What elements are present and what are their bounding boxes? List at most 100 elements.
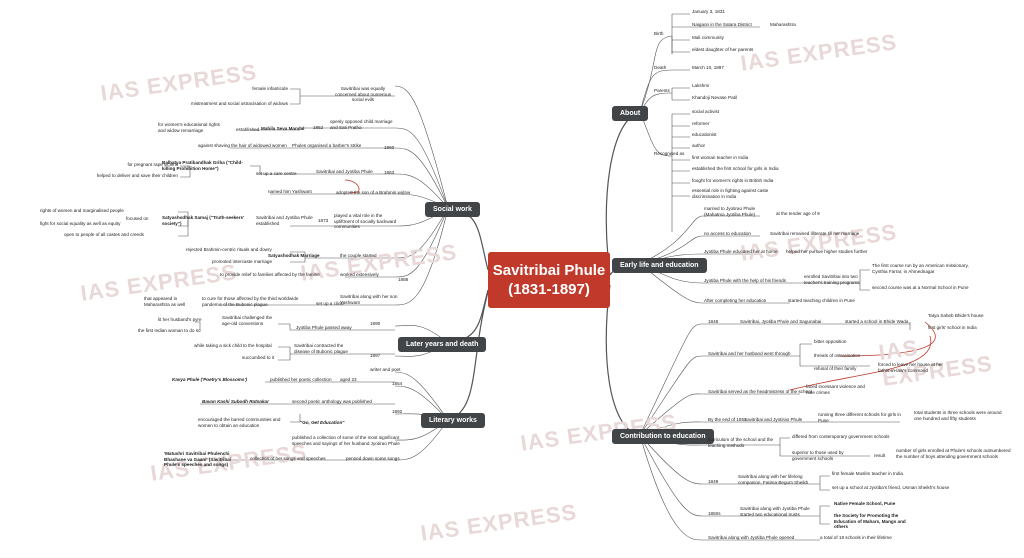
social-balhatya: Balhatya Pratibandhak Griha ("Child-kill… [162, 160, 243, 171]
contrib-opposition: bitter opposition [814, 339, 847, 344]
arrow-adopted [344, 179, 360, 194]
literary-1854: 1854 [392, 381, 403, 386]
about-parents: Parents [654, 88, 670, 93]
contrib-opened: Savitribai along with Jyotiba Phule open… [708, 535, 795, 540]
contrib-muslim-teacher: first female Muslim teacher in India [832, 471, 903, 476]
role-item: author [692, 143, 706, 148]
literary-collection-speeches: published a collection of some of the mo… [292, 435, 400, 446]
about-death-date: March 10, 1897 [692, 65, 724, 70]
later-first-woman: the first Indian woman to do so [138, 328, 201, 333]
social-sj-phule: Savitribai and Jyotiba Phule [316, 169, 373, 174]
about-parent-father: Khandoji Nevase Patil [692, 95, 737, 100]
social-concerned: Savitribai was equally concerned about n… [335, 86, 391, 103]
contrib-1848: 1848 [708, 319, 719, 324]
social-couple-started: the couple started [340, 253, 377, 258]
central-topic[interactable]: Savitribai Phule (1831-1897) [488, 252, 610, 308]
contrib-native-school: Native Female School, Pune [834, 501, 896, 506]
social-shaving: against shaving the hair of widowed wome… [198, 143, 287, 148]
contrib-1849-who: Savitribai along with her lifelong compa… [738, 474, 809, 485]
literary-kavya: Kavya Phule ('Poetry's Blossoms') [172, 377, 248, 382]
later-challenged: Savitribai challenged the age-old conven… [222, 315, 273, 326]
contrib-ostracisation: threats of ostracisation [814, 353, 861, 358]
social-mahila-for: for women's educational rights and widow… [158, 122, 220, 133]
contrib-went-through: Savitribai and her husband went through [708, 351, 791, 356]
social-fight-equality: fight for social equality as well as equ… [40, 221, 121, 226]
early-no-access: no access to education [704, 231, 751, 236]
social-clinic-who: Savitribai along with her son Yashwant [340, 294, 398, 305]
social-vital-role: played a vital role in the upliftment of… [334, 213, 397, 230]
about-birth-state: Maharashtra [770, 22, 796, 27]
contrib-curriculum: curriculum of the school and the teachin… [708, 437, 774, 448]
early-educated: Jyotiba Phule educated her at home [704, 249, 778, 254]
early-started-teaching: started teaching children in Pune [788, 298, 855, 303]
branch-social-work[interactable]: Social work [425, 202, 480, 217]
contrib-running: running three different schools for girl… [818, 412, 901, 423]
literary-bavan: Bavan Kashi Subodh Ratnakar [202, 399, 269, 404]
literary-aged: aged 23 [340, 377, 357, 382]
connector-contribution [605, 284, 641, 436]
early-after: After completing her education [704, 298, 767, 303]
early-enrolled: enrolled Savitribai into two teacher's t… [804, 274, 860, 285]
central-title: Savitribai Phule [492, 262, 606, 279]
contrib-headmistress: Savitribai served as the headmistress of… [708, 389, 812, 394]
later-1897: 1897 [370, 353, 381, 358]
contrib-school-usman: set up a school at Jyotiba's friend, Usm… [832, 485, 950, 490]
contrib-superior: superior to those used by government sch… [792, 450, 844, 461]
later-1890: 1890 [370, 321, 381, 326]
social-barbers: Phules organised a barber's strike [292, 143, 362, 148]
later-succumbed: succumbed to it [242, 355, 275, 360]
social-open-all: open to people of all castes and creeds [64, 232, 144, 237]
social-mistreatment: mistreatment and social ostracisation of… [190, 101, 288, 106]
social-opposed: openly opposed child marriage and Sati P… [330, 119, 393, 130]
literary-1892: 1892 [392, 409, 403, 414]
contrib-forced: forced to leave her house at her father-… [878, 362, 943, 373]
literary-songs: collection of her songs and speeches [250, 456, 326, 461]
branch-about[interactable]: About [612, 106, 649, 121]
social-rejected: rejected Brahmin-centric rituals and dow… [186, 247, 272, 252]
social-famine: to provide relief to families affected b… [220, 272, 320, 277]
branch-early-life[interactable]: Early life and education [612, 258, 707, 273]
branch-later-years[interactable]: Later years and death [398, 337, 487, 352]
branch-literary-works[interactable]: Literary works [421, 413, 485, 428]
contrib-total-students: total students in three schools were aro… [914, 410, 1002, 421]
role-item: social activist [692, 109, 720, 114]
literary-published: published her poetic collection [270, 377, 332, 382]
contrib-tatya: Tatya Saheb Bhide's house [928, 313, 984, 318]
role-item: established the first school for girls i… [692, 166, 779, 171]
branch-contribution[interactable]: Contribution to education [612, 429, 714, 444]
social-1888: 1888 [398, 277, 409, 282]
about-birth-order: eldest daughter of her parents [692, 47, 754, 52]
contrib-by-end-who: Savitribai and Jyotirao Phule [744, 417, 803, 422]
central-years: (1831-1897) [508, 281, 590, 298]
contrib-girls-enrolled: number of girls enrolled at Phule's scho… [896, 448, 1011, 459]
social-1863: 1863 [384, 170, 395, 175]
contrib-result: result [874, 453, 886, 458]
social-to-cure: to cure for those affected by the third … [202, 296, 299, 307]
role-item: fought for women's rights in British Ind… [692, 178, 774, 183]
social-rights-women: rights of women and marginalised people [40, 208, 124, 213]
contrib-1848-school: started a school in Bhide Wada [845, 319, 909, 324]
early-married: married to Jyotirao Phule (Mahatma Jyoti… [704, 206, 756, 217]
social-satyashodhak: Satyashodhak Samaj ("Truth-seekers' soci… [162, 215, 245, 226]
social-care-centre: set up a care centre [256, 171, 297, 176]
social-infanticide: female infanticide [252, 86, 288, 91]
role-item: essential role in fighting against caste… [692, 188, 769, 199]
literary-matushri-text: 'Matushri Savitribai Phulenchi Bhashane … [164, 451, 231, 468]
role-item: educationist [692, 132, 717, 137]
contrib-1850s: 1850s [708, 511, 721, 516]
literary-encouraged: encouraged the barred communities and wo… [198, 417, 281, 428]
social-1860: 1860 [384, 145, 395, 150]
early-help-friends: Jyotiba Phule with the help of his frien… [704, 278, 786, 283]
social-sj-established: Savitribai and Jyotiba Phule established [256, 215, 313, 226]
contrib-faced: faced incessant violence and hate crimes [806, 384, 865, 395]
early-illiterate: Savitribai remained illiterate till her … [770, 231, 860, 236]
about-birth-place: Naigaon in the Satara District [692, 22, 752, 27]
contrib-refusal: refusal of their family [814, 366, 857, 371]
about-community: Mali community [692, 35, 724, 40]
role-item: first woman teacher in India [692, 155, 749, 160]
contrib-1848-who: Savitribai, Jyotiba Phule and Sagunabai [740, 319, 822, 324]
contrib-1849: 1849 [708, 479, 719, 484]
about-birth-date: January 3, 1831 [692, 9, 725, 14]
social-marriage: Satyashodhak Marriage [268, 253, 320, 258]
social-maharashtra: that appeared in Maharashtra as well [144, 296, 186, 307]
